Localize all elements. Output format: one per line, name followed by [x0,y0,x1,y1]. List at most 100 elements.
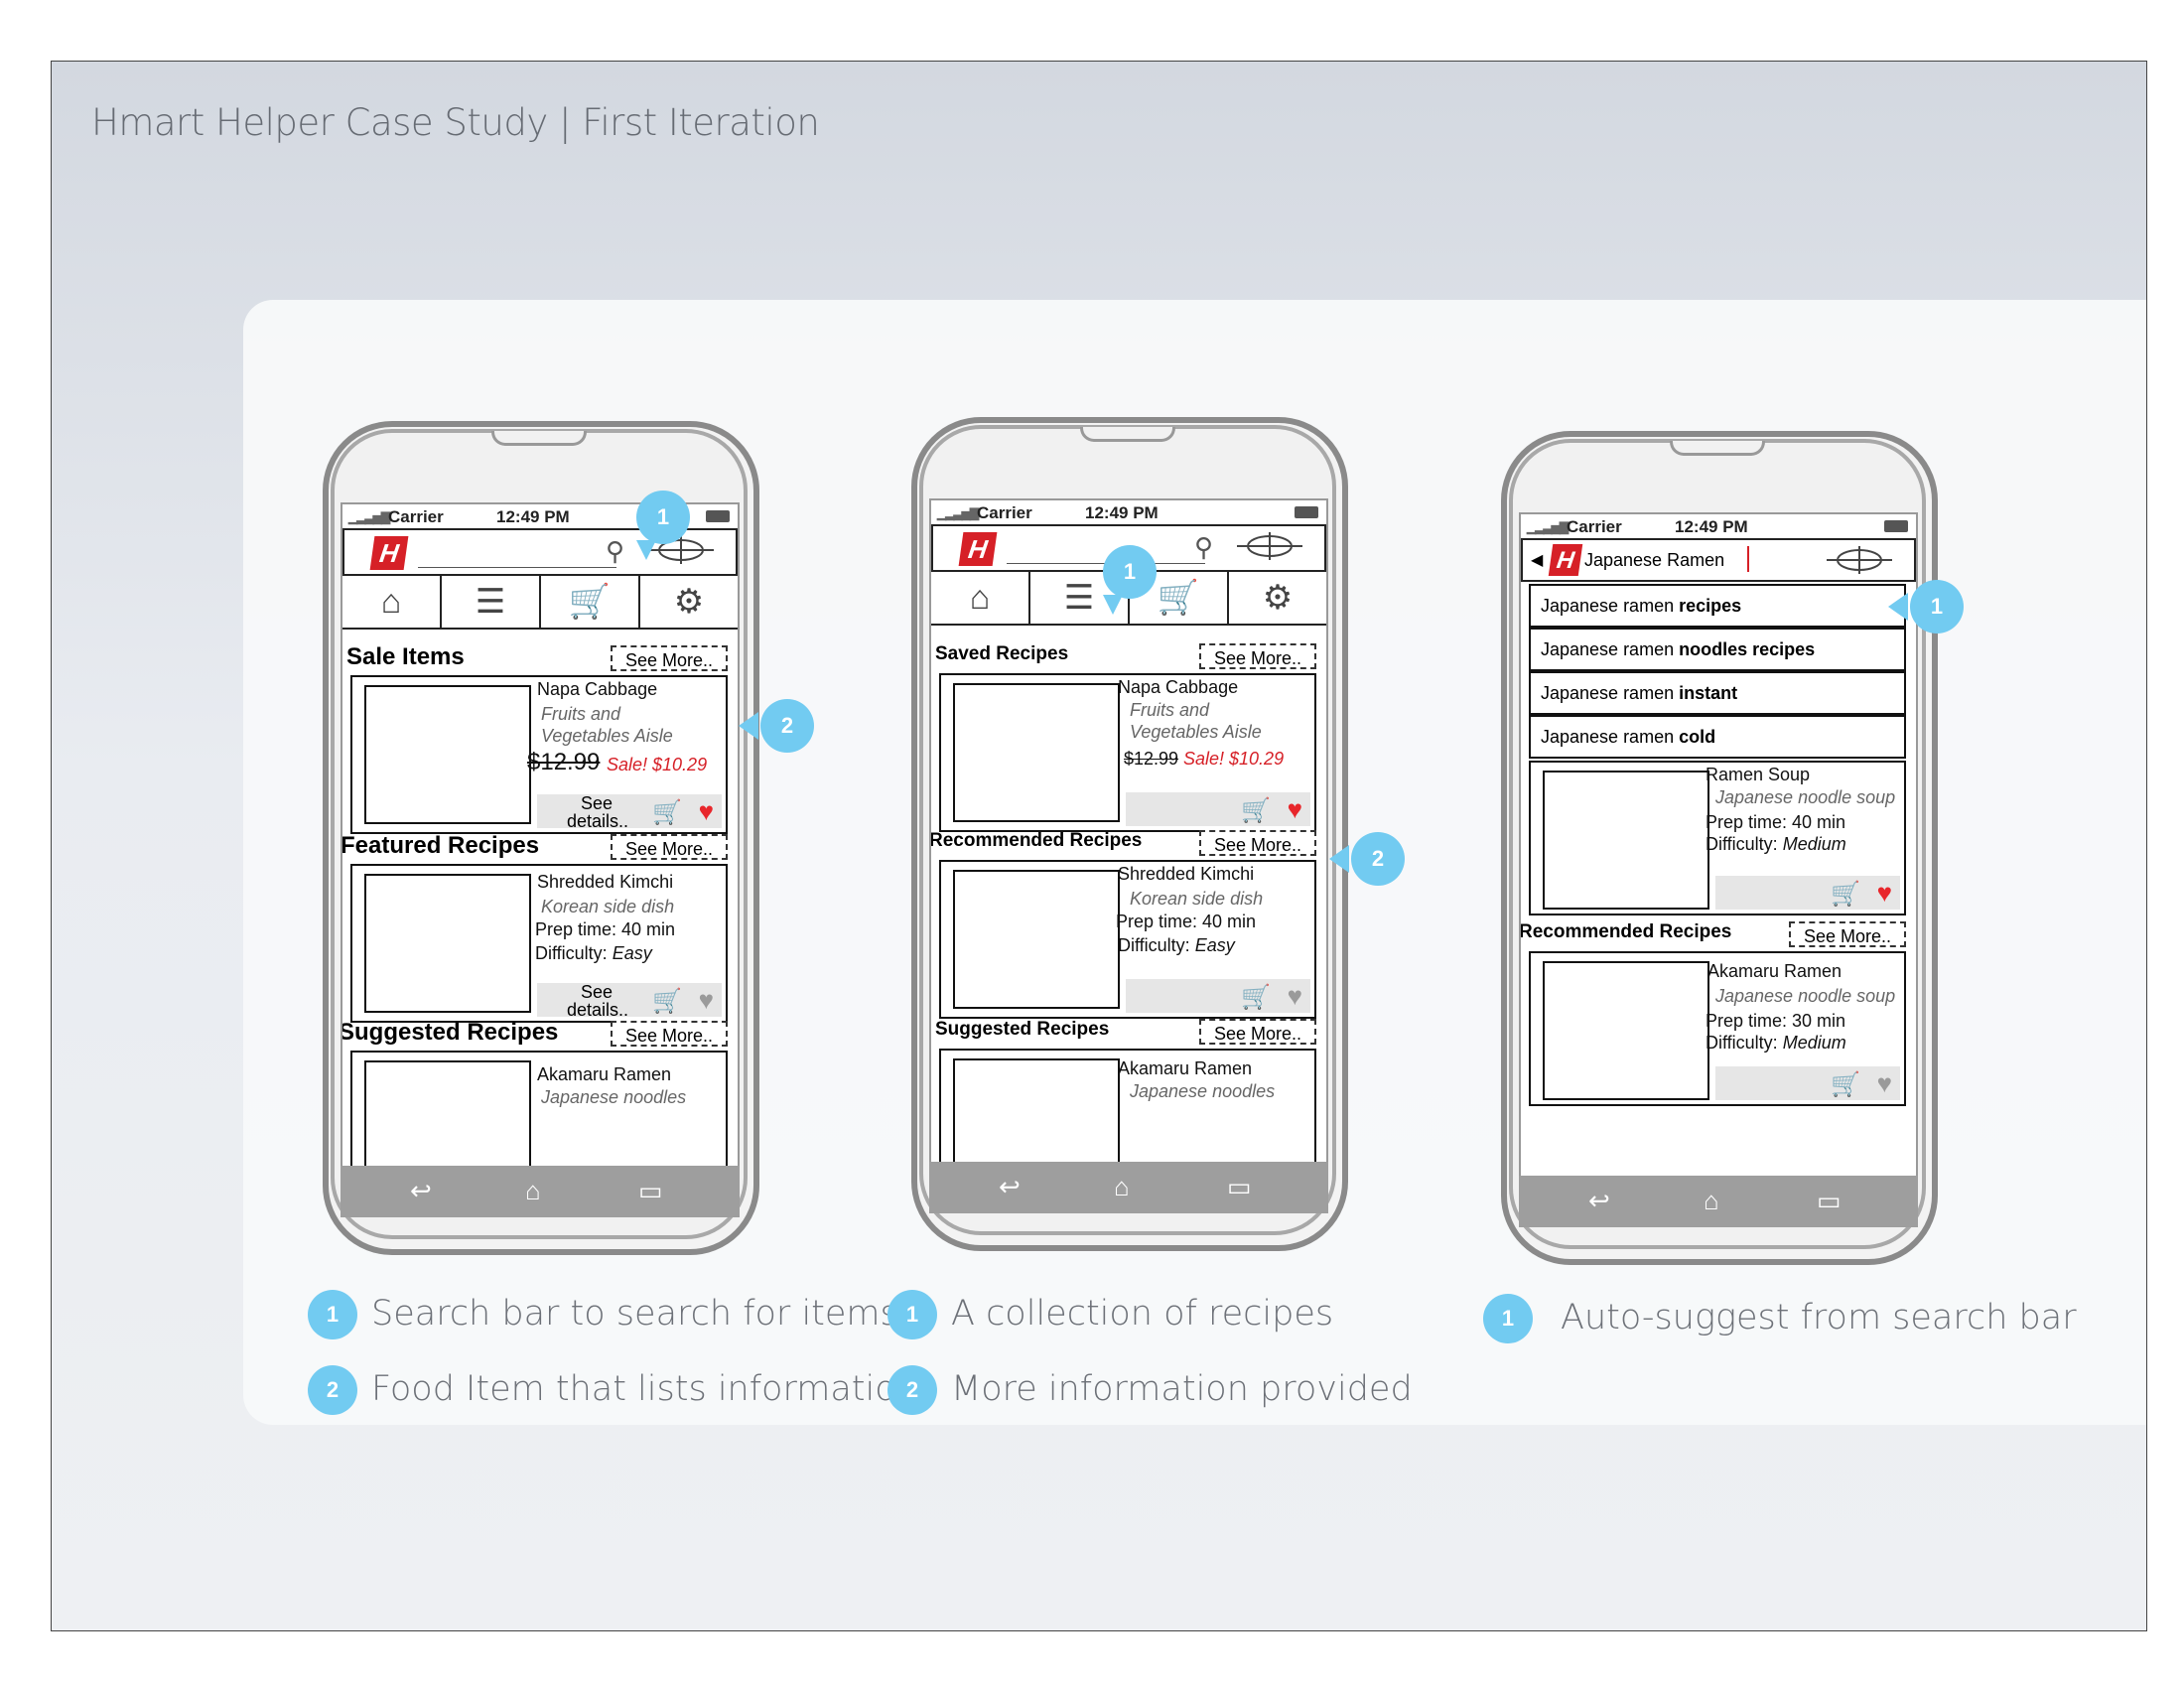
gear-icon[interactable]: ⚙ [673,583,705,621]
add-to-cart-icon[interactable]: 🛒 [652,988,682,1015]
add-to-cart-icon[interactable]: 🛒 [1241,797,1271,824]
recent-apps-icon[interactable]: ▭ [1227,1172,1252,1201]
suggestion-bold: recipes [1679,596,1742,616]
add-to-cart-icon[interactable]: 🛒 [652,799,682,826]
add-to-cart-icon[interactable]: 🛒 [1831,881,1860,908]
suggestion-item[interactable]: Japanese ramen cold [1529,715,1906,759]
back-arrow-icon[interactable]: ◀ [1531,552,1544,569]
back-icon[interactable]: ↩ [410,1176,432,1205]
home-icon[interactable]: ⌂ [931,572,1030,624]
suggestion-bold: cold [1679,727,1716,747]
prep-time: Prep time: 40 min [1706,812,1846,832]
signal-icon: ▁▂▃▅▇ [1527,520,1569,534]
cart-icon[interactable]: 🛒 [1130,572,1229,624]
sale-item-card[interactable]: Napa Cabbage Fruits and Vegetables Aisle… [350,675,728,834]
item-aisle: Fruits and [1130,700,1210,720]
see-more-button[interactable]: See More.. [1199,643,1316,669]
difficulty: Difficulty: Easy [1118,935,1235,956]
search-input[interactable]: Japanese Ramen [1584,550,1725,570]
recipe-card[interactable]: Akamaru Ramen Japanese noodles [350,1051,728,1168]
difficulty-value: Medium [1782,834,1846,854]
home-icon[interactable]: ⌂ [342,576,442,628]
android-home-icon[interactable]: ⌂ [525,1176,541,1205]
prep-time: Prep time: 40 min [1116,912,1257,931]
prep-time: Prep time: 40 min [535,919,676,939]
sale-price: Sale! $10.29 [1183,749,1285,769]
item-actions: See details.. 🛒 ♥ [537,793,722,831]
suggestion-prefix: Japanese ramen [1541,639,1680,659]
section-title: Saved Recipes [935,643,1069,664]
legend-badge: 1 [887,1290,937,1339]
see-more-button[interactable]: See More.. [1199,1019,1316,1045]
battery-icon [706,510,730,522]
recipe-image [364,874,531,1013]
phone-screen: ▁▂▃▅▇ Carrier 12:49 PM H ⚲ ⌂ ☰ 🛒 ⚙ Saved… [929,498,1328,1166]
see-details-link[interactable]: See details.. [567,982,629,1020]
hmart-logo-icon: H [958,532,998,566]
back-icon[interactable]: ↩ [999,1172,1021,1201]
back-icon[interactable]: ↩ [1588,1186,1610,1215]
recipe-card[interactable]: Shredded Kimchi Korean side dish Prep ti… [350,864,728,1023]
android-home-icon[interactable]: ⌂ [1114,1172,1130,1201]
heart-icon[interactable]: ♥ [698,985,714,1015]
battery-icon [1295,506,1318,518]
recipe-name: Akamaru Ramen [537,1064,672,1084]
add-to-cart-icon[interactable]: 🛒 [1241,984,1271,1011]
see-more-button[interactable]: See More.. [1789,921,1906,947]
heart-icon[interactable]: ♥ [1876,1068,1892,1098]
suggestion-item[interactable]: Japanese ramen recipes [1529,584,1906,628]
search-icon[interactable]: ⚲ [1193,532,1213,562]
search-bar[interactable]: ◀ H Japanese Ramen [1521,538,1916,582]
difficulty: Difficulty: Medium [1706,1033,1846,1054]
text-cursor [1747,546,1749,572]
section-title: Suggested Recipes [341,1019,559,1046]
cart-icon[interactable]: 🛒 [541,576,640,628]
gear-icon[interactable]: ⚙ [1262,579,1294,617]
carrier-label: Carrier [977,503,1032,522]
item-aisle: Fruits and [541,704,621,724]
section-title: Recommended Recipes [1519,921,1732,942]
suggestion-item[interactable]: Japanese ramen noodles recipes [1529,628,1906,671]
android-home-icon[interactable]: ⌂ [1704,1186,1719,1215]
recipe-actions: 🛒 ♥ [1715,876,1900,910]
barcode-scan-icon[interactable] [646,534,716,566]
recipe-card[interactable]: Akamaru Ramen Japanese noodle soup Prep … [1529,951,1906,1106]
list-icon[interactable]: ☰ [442,576,541,628]
heart-icon[interactable]: ♥ [1287,794,1302,824]
saved-recipe-card[interactable]: Napa Cabbage Fruits and Vegetables Aisle… [939,673,1316,832]
item-name: Napa Cabbage [1118,677,1239,697]
phone-screen: ▁▂▃▅▇ Carrier 12:49 PM ◀ H Japanese Rame… [1519,512,1918,1180]
recent-apps-icon[interactable]: ▭ [1817,1186,1842,1215]
heart-icon[interactable]: ♥ [698,796,714,826]
section-title: Featured Recipes [341,832,540,859]
see-more-button[interactable]: See More.. [611,645,728,671]
recipe-card[interactable]: Shredded Kimchi Korean side dish Prep ti… [939,860,1316,1019]
heart-icon[interactable]: ♥ [1876,878,1892,908]
barcode-scan-icon[interactable] [1235,530,1304,562]
suggestion-item[interactable]: Japanese ramen instant [1529,671,1906,715]
suggestion-prefix: Japanese ramen [1541,727,1680,747]
recipe-name: Akamaru Ramen [1118,1058,1253,1078]
see-more-button[interactable]: See More.. [611,1021,728,1047]
see-more-button[interactable]: See More.. [1199,830,1316,856]
difficulty-label: Difficulty: [535,943,608,963]
heart-icon[interactable]: ♥ [1287,981,1302,1011]
see-details-link[interactable]: See details.. [567,793,629,831]
add-to-cart-icon[interactable]: 🛒 [1831,1071,1860,1098]
status-bar: ▁▂▃▅▇ Carrier 12:49 PM [1521,514,1916,538]
recipe-card[interactable]: Ramen Soup Japanese noodle soup Prep tim… [1529,761,1906,915]
speaker-notch [1670,441,1765,456]
recipe-desc: Japanese noodles [1130,1081,1276,1101]
status-bar: ▁▂▃▅▇ Carrier 12:49 PM [342,504,738,528]
recent-apps-icon[interactable]: ▭ [638,1176,663,1205]
recipe-card[interactable]: Akamaru Ramen Japanese noodles [939,1049,1316,1164]
barcode-scan-icon[interactable] [1825,544,1894,576]
carrier-label: Carrier [388,507,444,526]
see-more-button[interactable]: See More.. [611,834,728,860]
search-icon[interactable]: ⚲ [605,536,624,566]
section-title: Recommended Recipes [929,830,1143,851]
search-input[interactable] [418,567,616,568]
